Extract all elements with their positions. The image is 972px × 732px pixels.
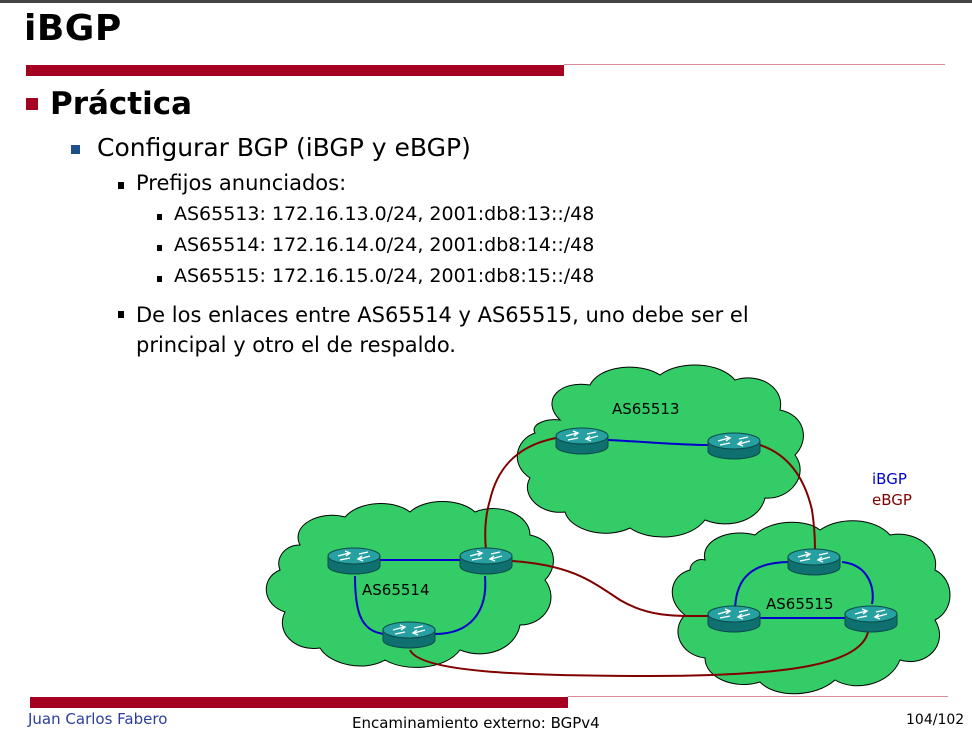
ebgp-link — [511, 560, 709, 618]
heading-practica: Práctica — [50, 86, 193, 122]
bullet-icon — [157, 214, 162, 220]
task-text: Configurar BGP (iBGP y eBGP) — [97, 133, 471, 162]
footer-bar — [30, 697, 568, 708]
legend-ibgp: iBGP — [872, 470, 907, 488]
router-icon — [382, 621, 436, 649]
prefix-item: AS65514: 172.16.14.0/24, 2001:db8:14::/4… — [174, 234, 595, 256]
links-line-1: De los enlaces entre AS65514 y AS65515, … — [136, 303, 749, 327]
cloud-as65514 — [265, 501, 554, 668]
ibgp-link — [607, 439, 709, 446]
footer-line — [568, 696, 948, 697]
bullet-icon — [157, 276, 162, 282]
ebgp-link — [409, 631, 869, 678]
cloud-as65515 — [671, 520, 951, 695]
router-icon — [327, 547, 381, 575]
links-text: De los enlaces entre AS65514 y AS65515, … — [136, 300, 896, 360]
ebgp-links — [409, 437, 869, 678]
ibgp-link — [354, 575, 386, 635]
router-icon — [787, 548, 841, 576]
prefix-item: AS65515: 172.16.15.0/24, 2001:db8:15::/4… — [174, 265, 595, 287]
page-number: 104/102 — [906, 712, 965, 728]
bullet-icon — [118, 311, 124, 318]
title-underline-bar — [26, 65, 564, 76]
as-label-as65514: AS65514 — [362, 581, 430, 599]
footer-title: Encaminamiento externo: BGPv4 — [352, 714, 600, 732]
ebgp-link — [484, 437, 557, 551]
top-border — [0, 0, 972, 3]
links-line-2: principal y otro el de respaldo. — [136, 333, 456, 357]
bullet-icon — [118, 182, 124, 189]
bullet-square-icon — [26, 98, 38, 110]
ebgp-link — [759, 444, 816, 551]
ibgp-links — [354, 439, 874, 635]
ibgp-link — [841, 561, 874, 605]
bullet-square-icon — [71, 145, 80, 154]
prefixes-label: Prefijos anunciados: — [136, 171, 347, 195]
router-icon — [459, 547, 513, 575]
ibgp-link — [734, 561, 791, 613]
router-icon — [555, 427, 609, 455]
ibgp-link — [434, 575, 487, 635]
router-icon — [707, 432, 761, 460]
legend-ebgp: eBGP — [872, 491, 912, 509]
bullet-icon — [157, 245, 162, 251]
slide-title: iBGP — [24, 8, 122, 49]
router-icon — [707, 605, 761, 633]
title-underline-line — [564, 64, 945, 65]
footer-author: Juan Carlos Fabero — [28, 710, 168, 728]
as-label-as65515: AS65515 — [766, 595, 834, 613]
prefix-item: AS65513: 172.16.13.0/24, 2001:db8:13::/4… — [174, 203, 595, 225]
as-label-as65513: AS65513 — [612, 400, 680, 418]
cloud-as65513 — [516, 364, 804, 538]
router-icon — [844, 605, 898, 633]
